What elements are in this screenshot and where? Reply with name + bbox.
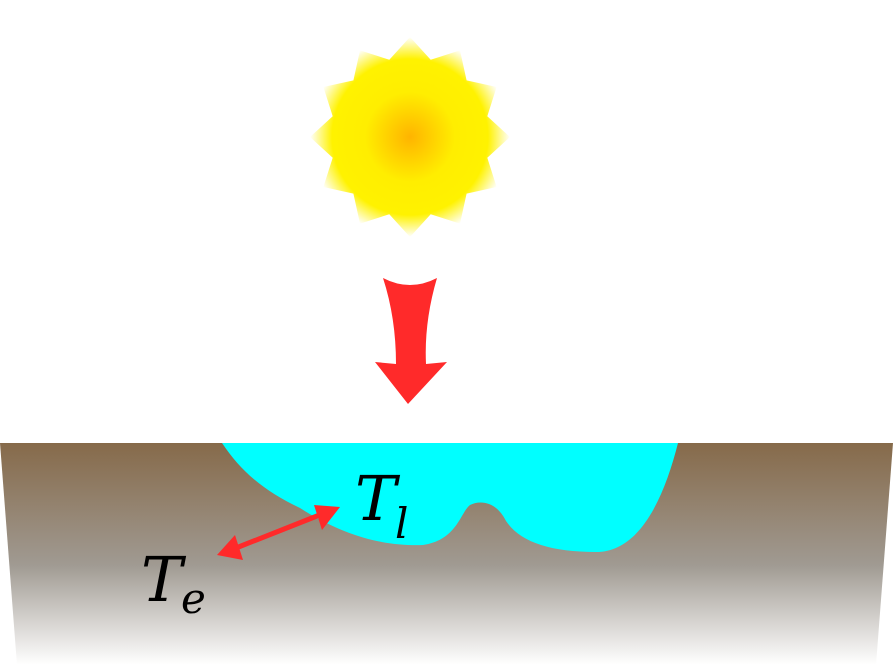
environment-temperature-label: Te bbox=[141, 543, 206, 623]
melt-pool bbox=[222, 443, 678, 552]
environment-temperature-base: T bbox=[141, 543, 187, 616]
ground-substrate bbox=[0, 443, 893, 665]
liquid-temperature-base: T bbox=[355, 462, 401, 535]
down-arrow-icon bbox=[375, 278, 447, 404]
sun-icon bbox=[310, 37, 510, 237]
liquid-temperature-subscript: l bbox=[395, 499, 408, 548]
double-headed-arrow-icon bbox=[217, 505, 340, 560]
liquid-temperature-label: Tl bbox=[355, 462, 408, 548]
environment-temperature-subscript: e bbox=[181, 574, 206, 623]
